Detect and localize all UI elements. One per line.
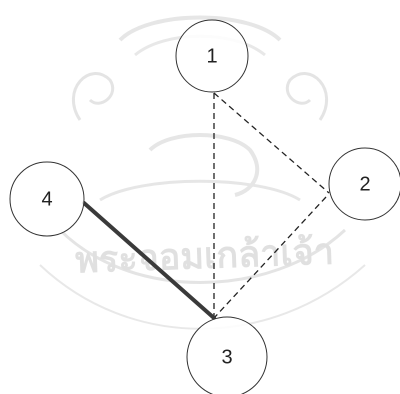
nodes-layer: 1 2 3 4: [10, 20, 400, 394]
edge-1-2: [214, 93, 329, 193]
node-label: 1: [206, 45, 217, 67]
node-2: 2: [329, 148, 400, 220]
node-label: 3: [221, 346, 232, 368]
node-1: 1: [176, 20, 248, 92]
node-label: 2: [359, 173, 370, 195]
node-label: 4: [41, 188, 52, 210]
node-3: 3: [187, 317, 267, 394]
watermark-text: พระจอมเกล้าเจ้า: [75, 232, 335, 282]
edges-layer: [84, 93, 329, 318]
node-4: 4: [10, 162, 84, 236]
